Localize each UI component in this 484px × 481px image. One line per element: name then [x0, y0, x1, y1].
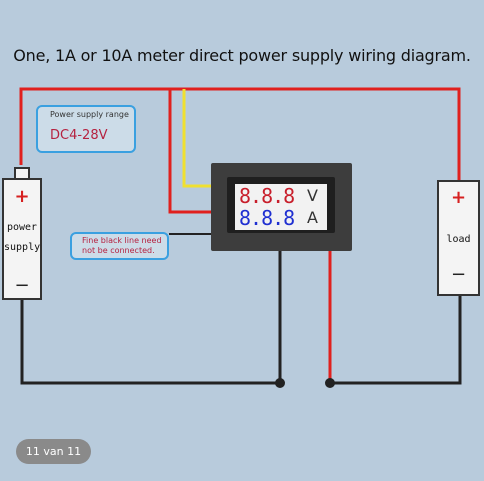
- power-supply-label-line1: power: [6, 222, 38, 233]
- power-range-title: Power supply range: [50, 110, 129, 119]
- junction-right: [325, 378, 335, 388]
- voltage-row: 8.8.8 V: [239, 185, 327, 207]
- power-supply-minus: −: [14, 275, 30, 296]
- power-supply-plus: +: [14, 186, 30, 207]
- load-plus: +: [450, 187, 467, 208]
- volt-amp-meter: 8.8.8 V 8.8.8 A: [211, 163, 352, 251]
- meter-display: 8.8.8 V 8.8.8 A: [235, 184, 327, 230]
- meter-bezel: 8.8.8 V 8.8.8 A: [227, 177, 335, 233]
- image-counter-badge: 11 van 11: [16, 439, 91, 464]
- black-wire: [20, 251, 282, 385]
- red-wire-meter: [168, 89, 211, 214]
- load: + load −: [437, 180, 480, 296]
- power-supply-label: power supply: [4, 218, 40, 258]
- junction-left: [275, 378, 285, 388]
- red-wire-main: [19, 87, 461, 180]
- power-range-callout: Power supply range DC4-28V: [36, 105, 136, 153]
- black-line-note-line2: not be connected.: [82, 246, 155, 255]
- voltage-unit: V: [307, 186, 318, 205]
- load-label: load: [446, 234, 471, 245]
- black-line-note-line1: Fine black line need: [82, 236, 162, 245]
- power-supply-label-line2: supply: [4, 242, 41, 253]
- current-unit: A: [307, 208, 318, 227]
- black-line-note: Fine black line need not be connected.: [82, 236, 162, 256]
- power-supply-terminal: [14, 167, 30, 178]
- current-row: 8.8.8 A: [239, 207, 327, 229]
- black-wire-load: [330, 296, 462, 385]
- voltage-digits: 8.8.8: [239, 184, 295, 208]
- yellow-wire: [182, 89, 211, 188]
- black-line-callout: Fine black line need not be connected.: [70, 232, 169, 260]
- current-digits: 8.8.8: [239, 206, 295, 230]
- power-range-value: DC4-28V: [50, 128, 108, 143]
- load-minus: −: [450, 264, 467, 285]
- diagram-title: One, 1A or 10A meter direct power supply…: [13, 46, 471, 65]
- power-supply: + power supply −: [2, 167, 42, 300]
